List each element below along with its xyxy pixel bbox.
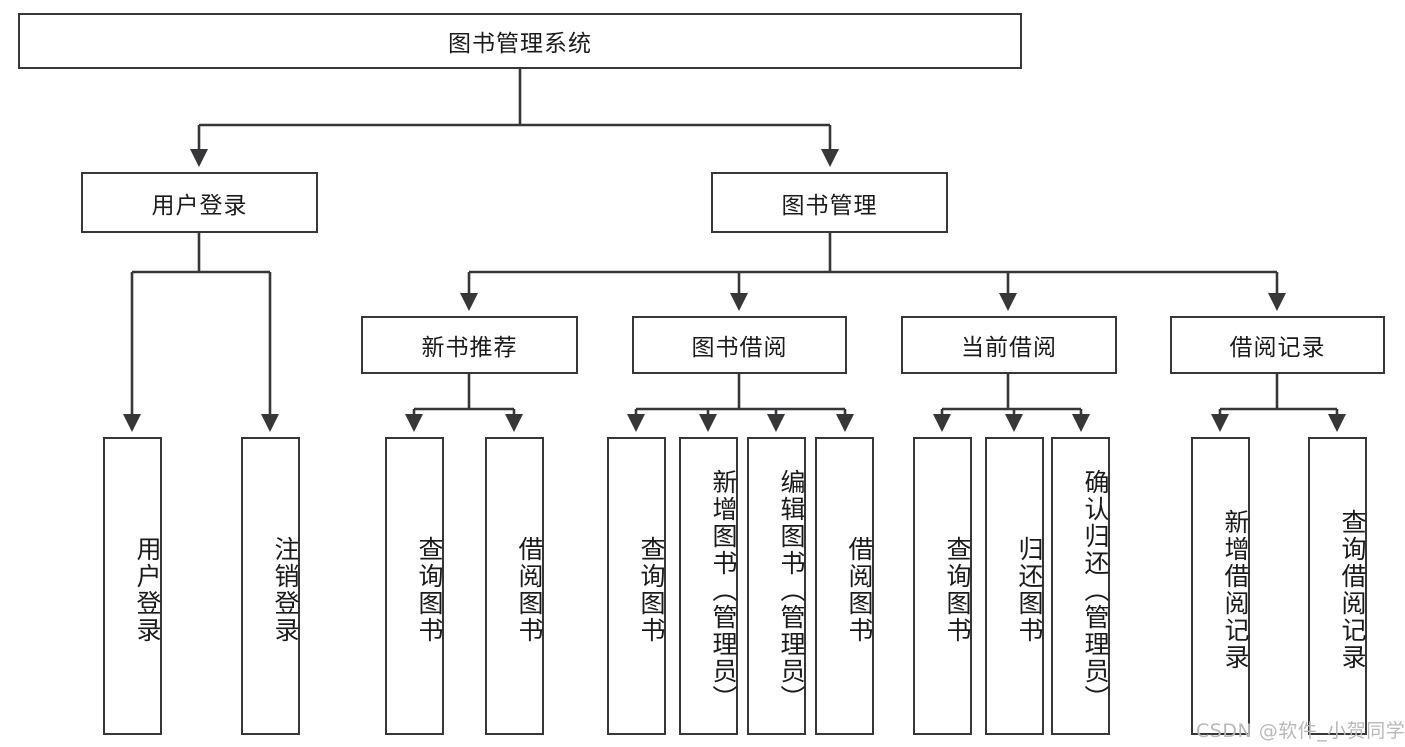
- leaf-query-book-1[interactable]: 查询图书: [385, 437, 444, 735]
- leaf-label: 查询图书: [415, 536, 444, 644]
- leaf-logout[interactable]: 注销登录: [241, 437, 300, 735]
- leaf-label: 查询图书: [943, 536, 972, 644]
- node-current-borrow[interactable]: 当前借阅: [901, 316, 1117, 374]
- leaf-user-login[interactable]: 用户登录: [103, 437, 162, 735]
- leaf-label: 新增借阅记录: [1221, 509, 1250, 671]
- leaf-return-book[interactable]: 归还图书: [985, 437, 1044, 735]
- leaf-add-record[interactable]: 新增借阅记录: [1191, 437, 1250, 735]
- node-book-manage[interactable]: 图书管理: [711, 172, 948, 233]
- leaf-query-record[interactable]: 查询借阅记录: [1308, 437, 1367, 735]
- leaf-label: 新增图书（管理员）: [709, 468, 738, 712]
- leaf-label: 借阅图书: [515, 536, 544, 644]
- node-user-login[interactable]: 用户登录: [81, 172, 318, 233]
- leaf-label: 归还图书: [1015, 536, 1044, 644]
- node-borrow-record[interactable]: 借阅记录: [1170, 316, 1385, 374]
- leaf-label: 确认归还（管理员）: [1081, 468, 1110, 712]
- leaf-query-book-2[interactable]: 查询图书: [607, 437, 666, 735]
- leaf-label: 借阅图书: [845, 536, 874, 644]
- node-new-book-rec[interactable]: 新书推荐: [361, 316, 578, 374]
- leaf-query-book-3[interactable]: 查询图书: [913, 437, 972, 735]
- leaf-add-book[interactable]: 新增图书（管理员）: [679, 437, 738, 735]
- node-book-borrow[interactable]: 图书借阅: [632, 316, 847, 374]
- csdn-watermark: CSDN @软件_小贺同学: [1196, 720, 1405, 742]
- leaf-label: 编辑图书（管理员）: [777, 468, 806, 712]
- leaf-borrow-book-1[interactable]: 借阅图书: [485, 437, 544, 735]
- leaf-edit-book[interactable]: 编辑图书（管理员）: [747, 437, 806, 735]
- leaf-label: 注销登录: [271, 536, 300, 644]
- leaf-confirm-return[interactable]: 确认归还（管理员）: [1051, 437, 1110, 735]
- leaf-borrow-book-2[interactable]: 借阅图书: [815, 437, 874, 735]
- leaf-label: 用户登录: [133, 536, 162, 644]
- leaf-label: 查询图书: [637, 536, 666, 644]
- node-root-system[interactable]: 图书管理系统: [18, 13, 1022, 69]
- leaf-label: 查询借阅记录: [1338, 509, 1367, 671]
